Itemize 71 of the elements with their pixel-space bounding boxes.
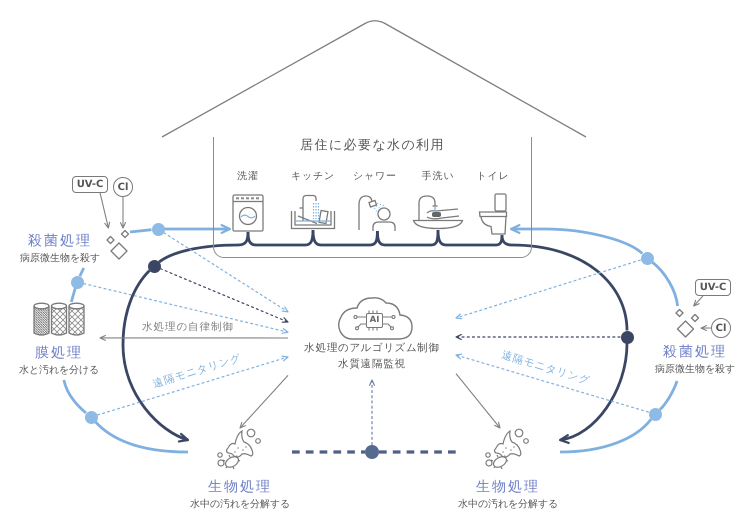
arrow [456, 373, 501, 429]
step-description: 水中の汚れを分解する [190, 498, 290, 512]
dashed-line [379, 450, 456, 454]
junction-dot [70, 276, 84, 288]
arrow [510, 224, 644, 255]
uv-tag: UV-C [72, 176, 108, 193]
arrow [120, 197, 126, 229]
flow-line [651, 260, 679, 306]
arrow [239, 375, 288, 429]
sparkle-icon [675, 306, 701, 340]
step-title: 殺菌処理 [663, 343, 727, 361]
section-title: 居住に必要な水の利用 [300, 138, 445, 154]
flow-line [246, 230, 314, 246]
junction-dot [84, 410, 98, 424]
junction-dot [148, 260, 160, 272]
step-title: 生物処理 [476, 478, 540, 496]
uv-tag: UV-C [695, 279, 731, 296]
step-description: 病原微生物を殺す [655, 363, 735, 377]
arrow [693, 296, 704, 307]
junction-dot [365, 445, 379, 459]
flow-line [94, 420, 188, 454]
flow-line [436, 230, 504, 246]
sparkle-icon [106, 228, 130, 261]
appliance-label: 手洗い [422, 170, 454, 183]
arrow [99, 334, 288, 341]
edge-label: 遠隔モニタリング [150, 350, 244, 392]
step-title: 膜処理 [35, 344, 83, 362]
edge-label: 水処理の自律制御 [142, 320, 234, 334]
flow-line [70, 288, 77, 302]
house-frame [213, 137, 532, 258]
junction-dot [620, 330, 634, 344]
step-title: 生物処理 [208, 478, 272, 496]
flow-line [376, 230, 440, 246]
step-title: 殺菌処理 [28, 232, 92, 250]
arrow [122, 270, 190, 442]
step-description: 水と汚れを分ける [19, 364, 99, 378]
appliance-label: シャワー [353, 170, 397, 183]
flow-line [658, 380, 678, 411]
dashed-arrow [455, 259, 641, 320]
junction-dot [152, 222, 164, 236]
flow-line [78, 267, 86, 277]
junction-dot [648, 408, 662, 420]
dashed-arrow [97, 356, 289, 416]
flow-line [560, 418, 652, 454]
edge-label: 遠隔モニタリング [500, 348, 592, 388]
dashed-arrow [160, 268, 289, 323]
flow-line [500, 234, 628, 331]
appliance-label: キッチン [291, 170, 335, 183]
arrow [100, 192, 110, 229]
arrow [700, 325, 711, 332]
junction-dot [640, 252, 654, 264]
caption-text: 水処理のアルゴリズム制御 [304, 341, 440, 355]
flow-line [62, 380, 87, 414]
appliance-label: トイレ [476, 170, 510, 183]
arrow [164, 224, 232, 234]
dashed-arrow [455, 334, 620, 340]
appliance-label: 洗濯 [237, 170, 259, 183]
dashed-arrow [455, 354, 649, 413]
dashed-arrow [163, 232, 289, 312]
dashed-arrow [369, 379, 375, 445]
flow-line [130, 228, 152, 234]
symbol-circle: Cl [113, 177, 133, 197]
chip-label: AI [366, 313, 383, 328]
dashed-arrow [83, 282, 289, 334]
symbol-circle: Cl [711, 318, 731, 338]
step-description: 病原微生物を殺す [20, 252, 100, 266]
step-description: 水中の汚れを分解する [458, 498, 558, 512]
flow-line [312, 230, 379, 246]
dashed-line [292, 450, 365, 454]
arrow [558, 343, 628, 444]
caption-text: 水質遠隔監視 [338, 357, 406, 371]
